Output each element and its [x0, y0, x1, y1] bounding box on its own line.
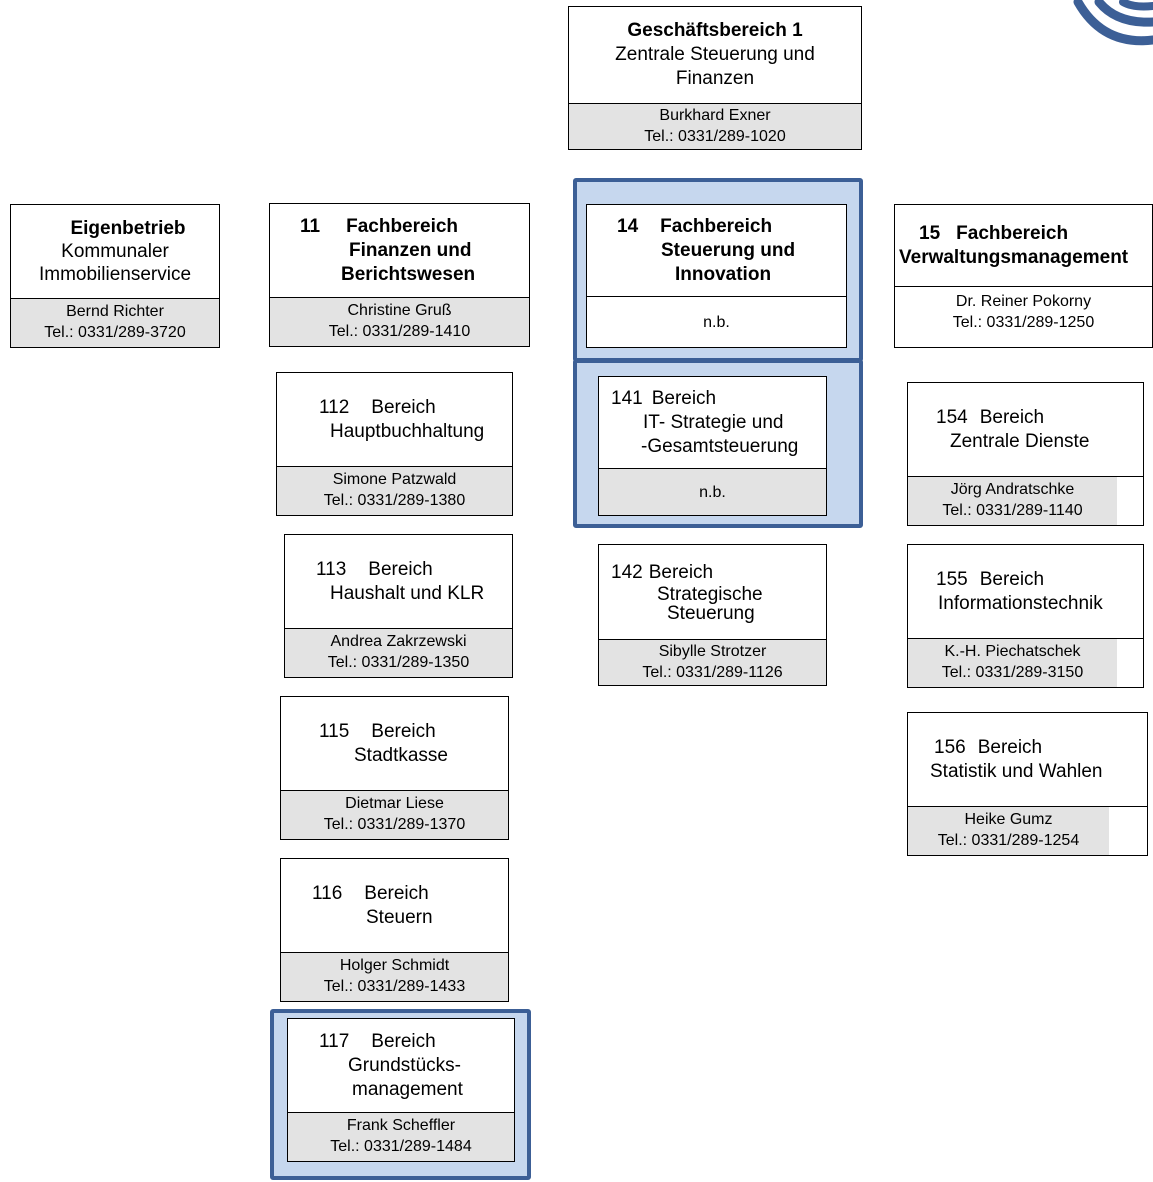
org-unit-155: 155 Bereich Informationstechnik K.-H. Pie…	[907, 544, 1144, 688]
unit-name: Steuerung und	[661, 239, 796, 261]
unit-name: IT- Strategie und	[643, 411, 784, 433]
org-unit-117: 117 Bereich Grundstücks- management Frank…	[287, 1018, 515, 1162]
unit-title: Eigenbetrieb	[70, 218, 186, 239]
unit-name: Steuerung	[667, 603, 755, 624]
unit-name: Kommunaler	[61, 241, 169, 262]
unit-number: 117	[319, 1030, 350, 1052]
unit-number: 113	[316, 558, 347, 580]
unit-head: n.b.	[699, 483, 726, 501]
unit-head: Frank Scheffler	[346, 1117, 456, 1134]
unit-phone: Tel.: 0331/289-1140	[942, 502, 1083, 519]
org-unit-115: 115 Bereich Stadtkasse Dietmar Liese Tel.…	[280, 696, 509, 840]
unit-number: 116	[312, 882, 343, 904]
org-unit-gb1: Geschäftsbereich 1 Zentrale Steuerung un…	[568, 6, 862, 150]
unit-number: 154	[936, 406, 968, 428]
unit-number: 11	[300, 215, 321, 237]
unit-phone: Tel.: 0331/289-1370	[323, 816, 466, 833]
unit-head: Christine Gruß	[347, 302, 452, 319]
unit-phone: Tel.: 0331/289-1350	[327, 654, 470, 671]
unit-type: Bereich	[977, 736, 1043, 758]
unit-phone: Tel.: 0331/289-1250	[952, 314, 1095, 331]
unit-number: 156	[934, 736, 966, 758]
unit-number: 14	[617, 215, 639, 237]
org-unit-113: 113 Bereich Haushalt und KLR Andrea Zakrz…	[284, 534, 513, 678]
unit-head: Dietmar Liese	[345, 795, 444, 812]
unit-name: Zentrale Steuerung und	[615, 44, 815, 65]
unit-name: Stadtkasse	[354, 744, 448, 766]
unit-number: 112	[319, 396, 350, 418]
unit-head: Bernd Richter	[66, 303, 164, 320]
unit-phone: Tel.: 0331/289-1433	[323, 978, 466, 995]
unit-number: 115	[319, 720, 350, 742]
unit-type: Fachbereich	[956, 222, 1069, 244]
unit-name: Haushalt und KLR	[330, 582, 485, 604]
unit-name: Steuern	[366, 906, 433, 928]
unit-head: Holger Schmidt	[339, 957, 450, 974]
unit-type: Bereich	[648, 562, 714, 583]
unit-name: Innovation	[675, 263, 772, 285]
unit-head: n.b.	[703, 313, 730, 331]
unit-type: Bereich	[364, 882, 429, 904]
org-unit-14: 14 Fachbereich Steuerung und Innovation n…	[586, 204, 847, 348]
unit-name: Hauptbuchhaltung	[330, 420, 485, 442]
unit-name: Zentrale Dienste	[950, 430, 1090, 452]
unit-name: Grundstücks-	[348, 1054, 461, 1076]
unit-phone: Tel.: 0331/289-1126	[642, 664, 783, 681]
org-unit-11: 11 Fachbereich Finanzen und Berichtswesen…	[269, 203, 530, 347]
unit-head: Burkhard Exner	[659, 107, 771, 124]
unit-type: Bereich	[979, 568, 1045, 590]
unit-name: management	[352, 1078, 463, 1100]
unit-type: Fachbereich	[346, 215, 459, 237]
unit-type: Bereich	[371, 396, 436, 418]
org-unit-15: 15 Fachbereich Verwaltungsmanagement Dr. …	[894, 204, 1153, 348]
unit-phone: Tel.: 0331/289-1484	[330, 1138, 472, 1155]
unit-name: Finanzen	[675, 68, 755, 89]
unit-phone: Tel.: 0331/289-1410	[328, 323, 471, 340]
unit-head: Heike Gumz	[964, 811, 1053, 828]
unit-head: Jörg Andratschke	[950, 481, 1075, 498]
unit-type: Bereich	[651, 387, 717, 409]
unit-phone: Tel.: 0331/289-3150	[941, 664, 1084, 681]
unit-number: 15	[919, 222, 941, 244]
unit-head: Dr. Reiner Pokorny	[955, 293, 1092, 310]
unit-name: Berichtswesen	[341, 263, 476, 285]
org-unit-112: 112 Bereich Hauptbuchhaltung Simone Patzw…	[276, 372, 513, 516]
unit-head: K.-H. Piechatschek	[944, 643, 1081, 660]
unit-name: -Gesamtsteuerung	[641, 435, 799, 457]
org-unit-141: 141 Bereich IT- Strategie und -Gesamtsteu…	[598, 376, 827, 516]
unit-head: Andrea Zakrzewski	[330, 633, 467, 650]
unit-name: Verwaltungsmanagement	[899, 246, 1129, 268]
unit-type: Bereich	[371, 1030, 436, 1052]
unit-phone: Tel.: 0331/289-1020	[644, 128, 786, 145]
org-unit-eigenbetrieb: Eigenbetrieb Kommunaler Immobilienservic…	[10, 204, 220, 348]
unit-type: Fachbereich	[660, 215, 773, 237]
unit-head: Simone Patzwald	[332, 471, 457, 488]
unit-type: Bereich	[979, 406, 1045, 428]
unit-name: Statistik und Wahlen	[930, 760, 1103, 782]
unit-name: Immobilienservice	[38, 264, 192, 285]
unit-name: Informationstechnik	[938, 592, 1103, 614]
org-unit-116: 116 Bereich Steuern Holger Schmidt Tel.: …	[280, 858, 509, 1002]
unit-name: Strategische	[657, 584, 763, 605]
org-unit-154: 154 Bereich Zentrale Dienste Jörg Andrats…	[907, 382, 1144, 526]
unit-head: Sibylle Strotzer	[658, 643, 767, 660]
unit-type: Bereich	[368, 558, 433, 580]
city-logo-icon	[1073, 0, 1153, 46]
unit-phone: Tel.: 0331/289-1254	[937, 832, 1080, 849]
unit-number: 141	[611, 387, 643, 409]
unit-number: 155	[936, 568, 968, 590]
unit-type: Bereich	[371, 720, 436, 742]
unit-phone: Tel.: 0331/289-3720	[44, 324, 186, 341]
unit-title: Geschäftsbereich 1	[627, 20, 803, 41]
unit-number: 142	[611, 562, 643, 583]
org-unit-156: 156 Bereich Statistik und Wahlen Heike Gu…	[907, 712, 1148, 856]
unit-name: Finanzen und	[349, 239, 472, 261]
unit-phone: Tel.: 0331/289-1380	[323, 492, 466, 509]
